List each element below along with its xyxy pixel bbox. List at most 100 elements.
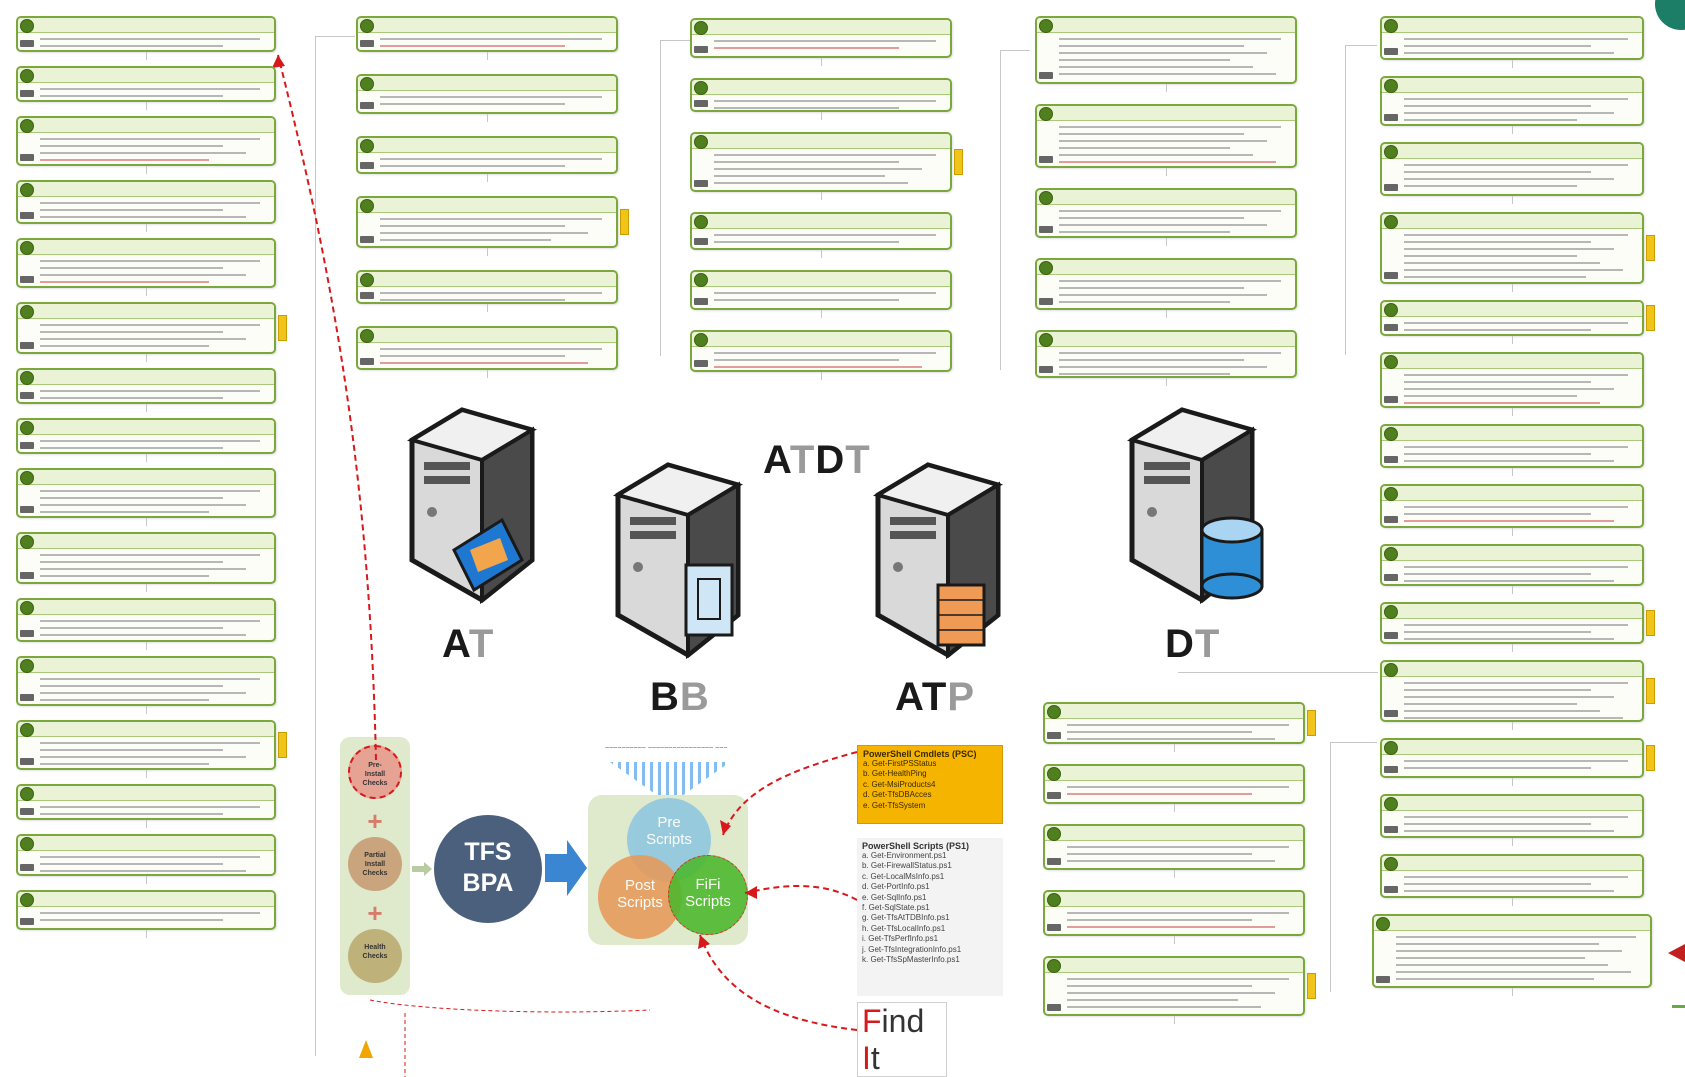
checklist-number-badge — [1384, 547, 1398, 561]
connector-line — [660, 40, 661, 356]
checklist-card-header — [1045, 958, 1303, 973]
connector-line — [1000, 50, 1030, 51]
server-dt-label: DT — [1165, 622, 1221, 666]
checklist-card — [356, 270, 618, 304]
checklist-text-line — [1404, 453, 1591, 455]
checklist-number-badge — [1047, 705, 1061, 719]
checklist-text-line — [40, 919, 223, 921]
card-connector — [146, 454, 147, 462]
checklist-text-line — [380, 165, 565, 167]
checklist-text-line — [1067, 985, 1252, 987]
checklist-tag-icon — [1384, 114, 1398, 121]
checklist-text-line — [1404, 374, 1628, 376]
checklist-text-line — [1404, 262, 1600, 264]
card-connector — [1512, 778, 1513, 786]
checklist-number-badge — [1384, 355, 1398, 369]
checklist-card — [16, 656, 276, 706]
server-bb-label: BB — [650, 675, 710, 719]
checklist-card-header — [692, 332, 950, 347]
card-connector — [146, 166, 147, 174]
checklist-card — [690, 78, 952, 112]
checklist-card — [1380, 352, 1644, 408]
card-connector — [1174, 744, 1175, 752]
checklist-card — [1380, 602, 1644, 644]
checklist-text-line — [714, 168, 922, 170]
card-connector — [1174, 936, 1175, 944]
card-connector — [487, 174, 488, 182]
checklist-card — [356, 196, 618, 248]
checklist-tag-icon — [694, 298, 708, 305]
checklist-tag-icon — [360, 162, 374, 169]
checklist-tag-icon — [1039, 366, 1053, 373]
cmdlet-item: e. Get-TfsSystem — [863, 800, 926, 810]
checklist-text-line — [1404, 388, 1614, 390]
checklist-text-line — [714, 366, 922, 368]
checklist-tag-icon — [20, 154, 34, 161]
checklist-text-line — [40, 813, 223, 815]
checklist-card — [16, 16, 276, 52]
card-connector — [1512, 284, 1513, 292]
checklist-tag-icon — [1384, 632, 1398, 639]
checklist-card — [1380, 76, 1644, 126]
checklist-card — [16, 598, 276, 642]
checklist-card — [1043, 764, 1305, 804]
checklist-card-header — [1382, 486, 1642, 501]
checklist-text-line — [1404, 255, 1577, 257]
card-connector — [1166, 168, 1167, 176]
checklist-card-header — [358, 138, 616, 153]
checklist-card-header — [18, 786, 274, 801]
checklist-card-header — [1037, 106, 1295, 121]
checklist-text-line — [380, 232, 588, 234]
checklist-card-header — [18, 304, 274, 319]
checklist-text-line — [40, 490, 260, 492]
connector-line — [1345, 45, 1377, 46]
checklist-card — [1035, 330, 1297, 378]
checklist-number-badge — [20, 535, 34, 549]
sunburst-caption: ~~~~~~~~~~ ~~~~~~~~~~~~~~~~ ~~~ — [605, 745, 728, 752]
warning-flag-icon — [278, 315, 287, 341]
checklist-text-line — [380, 299, 565, 301]
checklist-text-line — [40, 685, 223, 687]
checklist-tag-icon — [360, 102, 374, 109]
checklist-text-line — [1404, 402, 1600, 404]
checklist-number-badge — [360, 139, 374, 153]
checklist-text-line — [1404, 506, 1628, 508]
plus-icon: + — [367, 898, 383, 928]
card-connector — [1512, 468, 1513, 476]
checklist-card-header — [1045, 892, 1303, 907]
checklist-text-line — [40, 88, 260, 90]
checklist-number-badge — [360, 273, 374, 287]
checklist-tag-icon — [694, 238, 708, 245]
checklist-number-badge — [1376, 917, 1390, 931]
checklist-text-line — [40, 138, 260, 140]
checklist-card-header — [1382, 740, 1642, 755]
checklist-text-line — [1404, 234, 1628, 236]
checklist-text-line — [1404, 638, 1614, 640]
checklist-card-header — [692, 20, 950, 35]
checklist-number-badge — [20, 601, 34, 615]
checklist-card — [1380, 424, 1644, 468]
checklist-text-line — [1067, 912, 1289, 914]
cmdlet-item: a. Get-FirstPSStatus — [863, 759, 937, 768]
checklist-text-line — [1059, 59, 1230, 61]
card-connector — [1166, 84, 1167, 92]
checklist-text-line — [714, 182, 908, 184]
checklist-text-line — [40, 742, 260, 744]
checklist-number-badge — [20, 893, 34, 907]
checklist-card — [1380, 854, 1644, 898]
checklist-number-badge — [1384, 303, 1398, 317]
checklist-number-badge — [1384, 215, 1398, 229]
card-connector — [487, 52, 488, 60]
diagram-title: ATDT — [763, 438, 871, 482]
checklist-text-line — [714, 100, 936, 102]
warning-flag-icon — [1646, 305, 1655, 331]
checklist-text-line — [1404, 112, 1614, 114]
checklist-card-header — [1037, 260, 1295, 275]
checklist-tag-icon — [694, 46, 708, 53]
card-connector — [1512, 196, 1513, 204]
checklist-number-badge — [20, 371, 34, 385]
card-connector — [146, 820, 147, 828]
